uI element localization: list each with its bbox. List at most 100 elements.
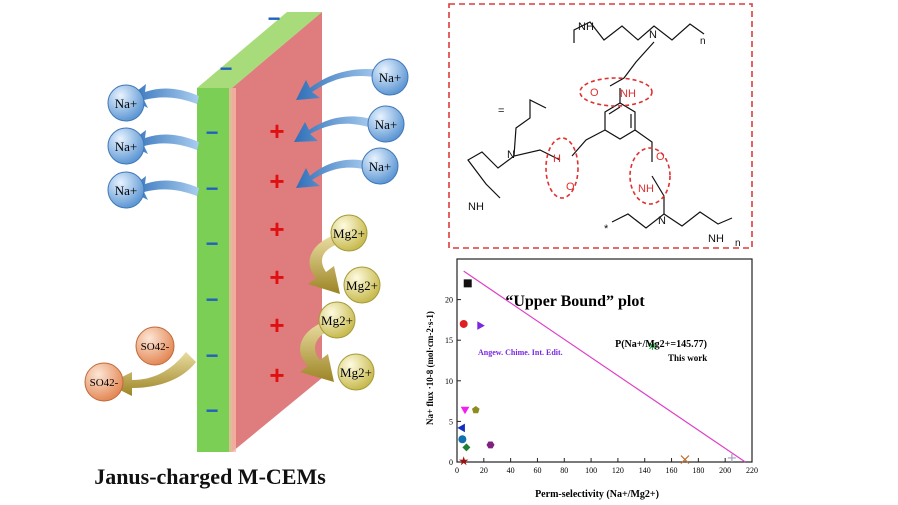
na-arrows-left [128,84,199,200]
y-axis-label: Na+ flux ·10-8 (mol·cm-2·s-1) [425,311,435,425]
na-ions-right: Na+ Na+ Na+ [361,58,409,185]
this-work-label: This work [668,353,707,363]
x-tick-label: 220 [746,466,758,475]
figure-caption: Janus-charged M-CEMs [94,464,326,489]
na-ion: Na+ [107,171,145,209]
positive-sign: + [269,166,284,196]
negative-sign: − [206,176,219,201]
x-tick-label: 120 [612,466,624,475]
positive-sign: + [269,310,284,340]
na-arrow-right-3 [296,159,370,188]
mg-ion-label: Mg2+ [340,365,372,380]
na-ion: Na+ [107,84,145,122]
na-ion-label: Na+ [115,139,138,154]
na-ion-label: Na+ [375,117,398,132]
x-axis-label: Perm-selectivity (Na+/Mg2+) [535,489,659,500]
mg-arrow-2 [300,322,334,382]
mg-ion-label: Mg2+ [346,278,378,293]
na-ion: Na+ [367,105,405,143]
mg-arrow-1 [308,236,340,294]
na-ion-label: Na+ [115,96,138,111]
negative-sign: − [206,287,219,312]
data-points [457,279,736,466]
x-tick-label: 100 [585,466,597,475]
y-tick-label: 10 [445,377,453,386]
na-ion: Na+ [361,147,399,185]
amide-highlight-top [579,77,653,107]
na-arrow-left-1 [128,84,199,108]
mg-ion: Mg2+ [337,353,375,391]
na-arrow-left-2 [128,130,199,154]
data-point-triangle-right [477,321,485,330]
amide-highlight-right [629,147,671,205]
data-point-circle [459,319,468,328]
negative-sign: − [220,56,233,81]
mg-ion-label: Mg2+ [333,226,365,241]
mg-ion: Mg2+ [318,301,356,339]
atom-equals: = [498,105,504,117]
x-tick-label: 200 [719,466,731,475]
membrane-interface [229,88,236,452]
mg-ions: Mg2+ Mg2+ Mg2+ Mg2+ [318,214,381,391]
structure-atoms: NH N n = N NH N NH n * [468,21,741,249]
y-tick-label: 0 [449,458,453,467]
data-point-circle [458,435,467,444]
so4-ion: SO42- [135,326,175,366]
data-point-square [463,279,472,288]
na-ion-label: Na+ [379,70,402,85]
na-arrow-left-3 [128,176,199,200]
negative-charges: − − − − − − − − [206,6,281,423]
na-ion: Na+ [107,127,145,165]
subscript-n-top: n [700,36,706,47]
plot-frame [456,258,753,463]
mg-arrows [300,236,340,382]
positive-sign: + [269,116,284,146]
positive-charges: + + + + + + [269,116,284,390]
atom-n-left: N [507,149,515,161]
na-arrow-right-2 [294,116,374,142]
atom-n-bottom: N [658,215,666,227]
membrane-top-face [197,12,322,88]
atom-o-left: O [566,181,575,193]
journal-annotation: Angew. Chime. Int. Edit. [478,348,563,357]
na-ion-label: Na+ [115,183,138,198]
structure-amide-atoms: O NH H O O NH [553,87,665,195]
subscript-n-bottom: n [735,238,741,249]
atom-nh-top: NH [578,21,594,33]
mg-ion: Mg2+ [343,266,381,304]
atom-nh-bottom: NH [708,233,724,245]
amide-highlight-left [545,137,579,199]
na-ion-label: Na+ [369,159,392,174]
so4-ion-label: SO42- [141,341,170,353]
membrane-negative-layer [197,88,232,452]
x-tick-label: 60 [533,466,541,475]
data-point-x [680,455,690,464]
x-tick-label: 140 [639,466,651,475]
amide-highlights [545,77,671,205]
na-ion: Na+ [371,58,409,96]
positive-sign: + [269,360,284,390]
data-point-triangle-down [460,406,470,415]
data-point-asterisk [648,341,657,350]
negative-sign: − [206,120,219,145]
so4-ion-label: SO42- [90,377,119,389]
y-tick-label: 15 [445,336,453,345]
x-tick-label: 40 [507,466,515,475]
data-point-triangle-left [457,423,465,433]
x-tick-label: 80 [560,466,568,475]
data-point-plus [727,453,736,462]
data-point-hexagon [486,441,495,449]
atom-nh-right: NH [638,183,654,195]
data-point-diamond [462,443,471,452]
so4-arrow [108,352,196,396]
atom-o-top: O [590,87,599,99]
negative-sign: − [268,6,281,31]
y-tick-label: 20 [445,296,453,305]
chart-title: “Upper Bound” plot [505,293,645,310]
structure-bonds [467,21,733,229]
so4-ions: SO42- SO42- [84,326,175,402]
